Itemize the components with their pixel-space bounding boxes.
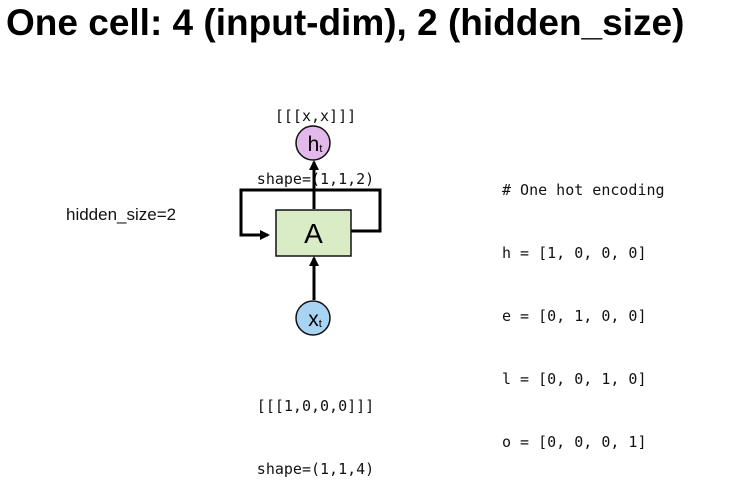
input-node-xt: xt (295, 300, 331, 336)
input-node-sub: t (319, 318, 322, 330)
recurrent-loop-arrow (239, 188, 382, 240)
encoding-row-h: h = [1, 0, 0, 0] (502, 244, 647, 262)
encoding-row-l: l = [0, 0, 1, 0] (502, 370, 647, 388)
input-node-main: x (308, 308, 319, 331)
input-value: [[[1,0,0,0]]] (256, 397, 375, 415)
cell-box (275, 209, 352, 257)
rnn-cell-diagram: A ht xt (239, 125, 382, 336)
input-annotation: [[[1,0,0,0]]] shape=(1,1,4) (228, 354, 403, 501)
output-value: [[[x,x]]] (274, 107, 357, 125)
cell-label: A (304, 218, 323, 249)
output-node-main: h (308, 133, 320, 156)
hidden-size-label: hidden_size=2 (66, 205, 177, 224)
svg-text:ht: ht (308, 133, 323, 156)
one-hot-encoding-block: # One hot encoding h = [1, 0, 0, 0] e = … (502, 138, 665, 474)
slide-title: One cell: 4 (input-dim), 2 (hidden_size) (6, 2, 685, 43)
input-shape: shape=(1,1,4) (256, 460, 375, 478)
output-node-sub: t (319, 143, 322, 155)
svg-text:xt: xt (308, 308, 322, 331)
encoding-row-o: o = [0, 0, 0, 1] (502, 433, 647, 451)
encoding-comment: # One hot encoding (502, 181, 665, 199)
encoding-row-e: e = [0, 1, 0, 0] (502, 307, 647, 325)
output-node-ht: ht (295, 125, 331, 161)
